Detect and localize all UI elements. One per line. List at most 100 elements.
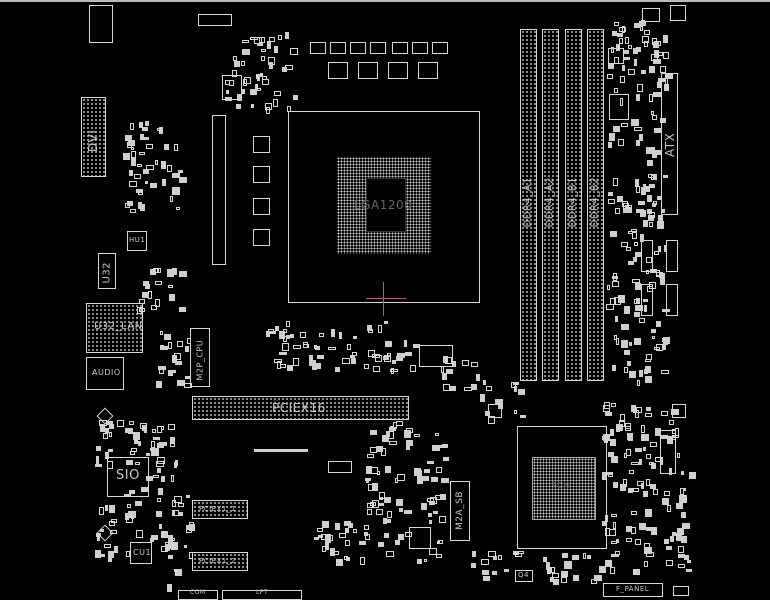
m2-sb-slot[interactable] <box>450 481 470 541</box>
trace-bar <box>254 449 308 452</box>
mosfet <box>392 42 408 54</box>
dimm-slot-a2[interactable] <box>542 29 559 381</box>
smd-part <box>143 281 149 286</box>
smd-part <box>152 429 156 433</box>
smd-part <box>168 285 173 288</box>
smd-part <box>179 177 187 183</box>
smd-part <box>594 575 602 581</box>
smd-part <box>639 459 642 465</box>
smd-part <box>631 119 639 126</box>
smd-part <box>634 242 638 246</box>
dvi-connector[interactable] <box>81 97 106 177</box>
smd-part <box>100 424 105 432</box>
vrm-choke <box>358 62 378 79</box>
smd-part <box>379 492 385 499</box>
cu1-chip[interactable] <box>130 542 152 564</box>
smd-part <box>130 451 135 455</box>
atx-connector[interactable] <box>661 73 678 215</box>
smd-part <box>646 479 650 486</box>
smd-part <box>652 336 655 339</box>
smd-part <box>609 529 616 536</box>
audio-chip[interactable] <box>86 357 124 390</box>
smd-part <box>168 372 173 376</box>
smd-part <box>129 181 137 187</box>
smd-part <box>633 257 637 262</box>
smd-part <box>438 540 443 544</box>
vrm-choke <box>418 62 438 79</box>
smd-part <box>97 533 100 541</box>
smd-part <box>607 74 613 79</box>
smd-part <box>483 380 486 385</box>
smd-part <box>139 152 145 155</box>
smd-part <box>427 461 434 464</box>
smd-part <box>372 500 379 508</box>
smd-part <box>123 153 130 160</box>
smd-part <box>611 47 614 53</box>
smd-part <box>353 529 357 533</box>
smd-part <box>643 184 646 191</box>
smd-part <box>384 355 391 362</box>
super-io-chip[interactable] <box>107 457 149 497</box>
smd-part <box>251 104 254 108</box>
smd-part <box>109 432 112 437</box>
smd-part <box>405 352 412 356</box>
dimm-label-a1: DDR4_A1 <box>522 177 534 228</box>
smd-part <box>561 571 568 577</box>
smd-part <box>325 538 331 543</box>
dimm-slot-b1[interactable] <box>565 29 582 381</box>
pcie-x1-2-slot[interactable] <box>192 552 248 571</box>
smd-part <box>158 366 166 370</box>
u32-chip[interactable] <box>98 253 116 289</box>
mosfet <box>350 42 366 54</box>
smd-part <box>170 437 175 443</box>
pcie-x16-slot[interactable] <box>192 396 409 420</box>
cpu-socket[interactable] <box>288 111 480 303</box>
lan-chip[interactable] <box>86 303 143 353</box>
pch-outline[interactable] <box>517 426 607 549</box>
hu1-chip[interactable] <box>127 231 147 251</box>
smd-part <box>241 89 245 94</box>
smd-part <box>615 208 620 214</box>
smd-part <box>153 437 160 440</box>
smd-part <box>635 179 639 187</box>
smd-part <box>244 77 251 84</box>
smd-part <box>655 428 661 436</box>
dimm-slot-a1[interactable] <box>520 29 537 381</box>
smd-part <box>617 196 623 202</box>
smd-part <box>142 127 148 131</box>
smd-part <box>443 457 449 461</box>
smd-part <box>442 444 448 448</box>
smd-part <box>641 425 645 433</box>
smd-part <box>379 503 384 506</box>
smd-part <box>260 73 263 77</box>
smd-part <box>427 498 434 502</box>
dimm-slot-b2[interactable] <box>587 29 604 381</box>
smd-part <box>414 434 420 437</box>
smd-part <box>372 483 378 491</box>
pcie-x1-1-slot[interactable] <box>192 500 248 519</box>
smd-part <box>114 546 118 553</box>
smd-part <box>677 453 680 458</box>
smd-part <box>638 201 645 205</box>
pch-chip[interactable] <box>532 457 596 520</box>
q4-chip[interactable] <box>515 570 533 582</box>
smd-part <box>663 175 668 178</box>
smd-part <box>344 556 348 560</box>
smd-part <box>631 405 636 412</box>
smd-part <box>335 367 340 372</box>
smd-part <box>651 527 657 535</box>
smd-part <box>628 261 634 265</box>
smd-part <box>680 488 684 495</box>
smd-part <box>265 103 272 110</box>
dimm-label-b1: DDR4_B1 <box>567 177 579 228</box>
smd-part <box>643 299 648 302</box>
smd-part <box>387 511 392 518</box>
sio-label: SIO <box>116 468 140 483</box>
smd-part <box>386 551 394 557</box>
smd-part <box>366 466 372 474</box>
smd-part <box>278 35 282 40</box>
smd-part <box>628 433 633 441</box>
smd-part <box>376 446 383 452</box>
smd-part <box>495 399 503 405</box>
m2-cpu-slot[interactable] <box>190 328 210 387</box>
